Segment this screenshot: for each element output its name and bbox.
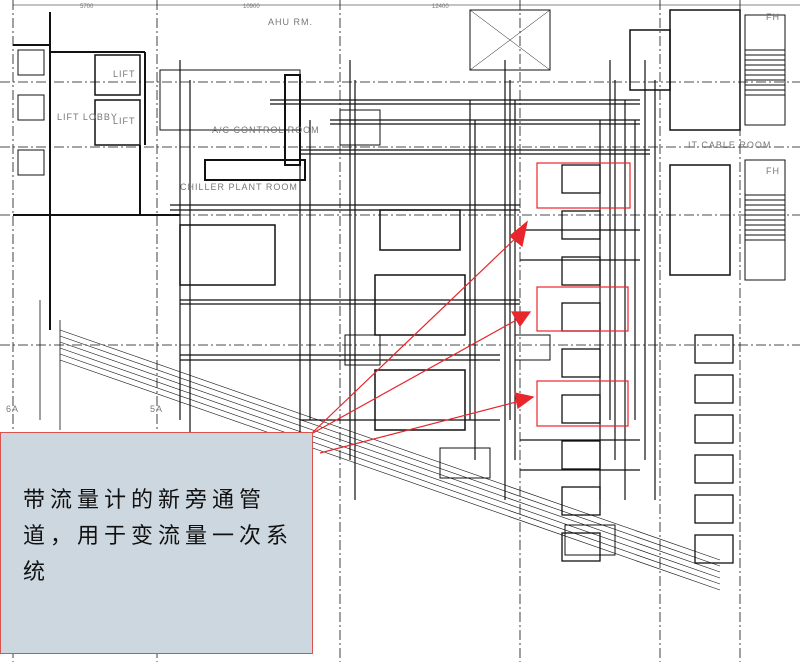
pointer-arrow-line — [311, 233, 521, 434]
room-label-it-cable: IT CABLE ROOM — [688, 140, 771, 150]
highlight-box-bypass-3 — [536, 380, 629, 427]
annotation-callout: 带流量计的新旁通管道，用于变流量一次系统 — [0, 432, 313, 654]
room-label-ac-control: A/C CONTROL ROOM — [212, 125, 320, 135]
equipment-outline — [17, 149, 45, 176]
drawing-line — [59, 335, 721, 567]
equipment-outline — [561, 486, 601, 516]
equipment-outline — [339, 109, 381, 146]
equipment-outline — [694, 414, 734, 444]
arrow-head-icon — [510, 311, 532, 328]
equipment-outline — [179, 224, 276, 286]
grid-mark: 5A — [150, 404, 163, 414]
equipment-outline — [694, 494, 734, 524]
equipment-outline — [284, 74, 301, 166]
annotation-text: 带流量计的新旁通管道，用于变流量一次系统 — [23, 488, 294, 585]
equipment-outline — [561, 348, 601, 378]
equipment-outline — [561, 532, 601, 562]
equipment-outline — [564, 524, 616, 556]
room-label-lift: LIFT — [113, 69, 136, 79]
equipment-outline — [439, 447, 491, 479]
equipment-outline — [561, 440, 601, 470]
equipment-outline — [629, 29, 671, 91]
equipment-outline — [561, 302, 601, 332]
equipment-outline — [669, 9, 741, 131]
room-label-lift-lobby: LIFT LOBBY — [57, 112, 118, 122]
dimension-label: 12400 — [432, 4, 449, 10]
equipment-outline — [379, 209, 461, 251]
equipment-outline — [94, 99, 141, 146]
drawing-line — [59, 341, 721, 573]
equipment-outline — [694, 374, 734, 404]
highlight-box-bypass-1 — [536, 162, 631, 209]
room-label-fh: FH — [766, 12, 780, 22]
room-label-ahu: AHU RM. — [268, 17, 313, 27]
drawing-line — [59, 353, 721, 585]
equipment-outline — [17, 94, 45, 121]
room-label-fh: FH — [766, 166, 780, 176]
equipment-outline — [469, 9, 551, 71]
equipment-outline — [561, 164, 601, 194]
equipment-outline — [694, 334, 734, 364]
dimension-label: 10900 — [243, 4, 260, 10]
equipment-outline — [204, 159, 306, 181]
drawing-line — [59, 359, 721, 591]
room-label-chiller-plant: CHILLER PLANT ROOM — [180, 182, 298, 192]
equipment-outline — [94, 54, 141, 96]
drawing-line — [59, 347, 721, 579]
grid-mark: 6A — [6, 404, 19, 414]
equipment-outline — [669, 164, 731, 276]
equipment-outline — [514, 334, 551, 361]
arrow-head-icon — [509, 220, 528, 248]
highlight-box-bypass-2 — [536, 286, 629, 332]
equipment-outline — [374, 369, 466, 431]
drawing-line — [59, 329, 721, 561]
equipment-outline — [561, 394, 601, 424]
equipment-outline — [17, 49, 45, 76]
room-label-lift: LIFT — [113, 116, 136, 126]
equipment-outline — [561, 256, 601, 286]
pointer-arrow-line — [312, 317, 521, 434]
equipment-outline — [694, 534, 734, 564]
pointer-arrow-line — [319, 400, 521, 454]
equipment-outline — [694, 454, 734, 484]
arrow-head-icon — [514, 392, 535, 410]
drawing-line — [469, 9, 551, 71]
equipment-outline — [344, 334, 381, 366]
equipment-outline — [374, 274, 466, 336]
dimension-label: 5700 — [80, 4, 94, 10]
